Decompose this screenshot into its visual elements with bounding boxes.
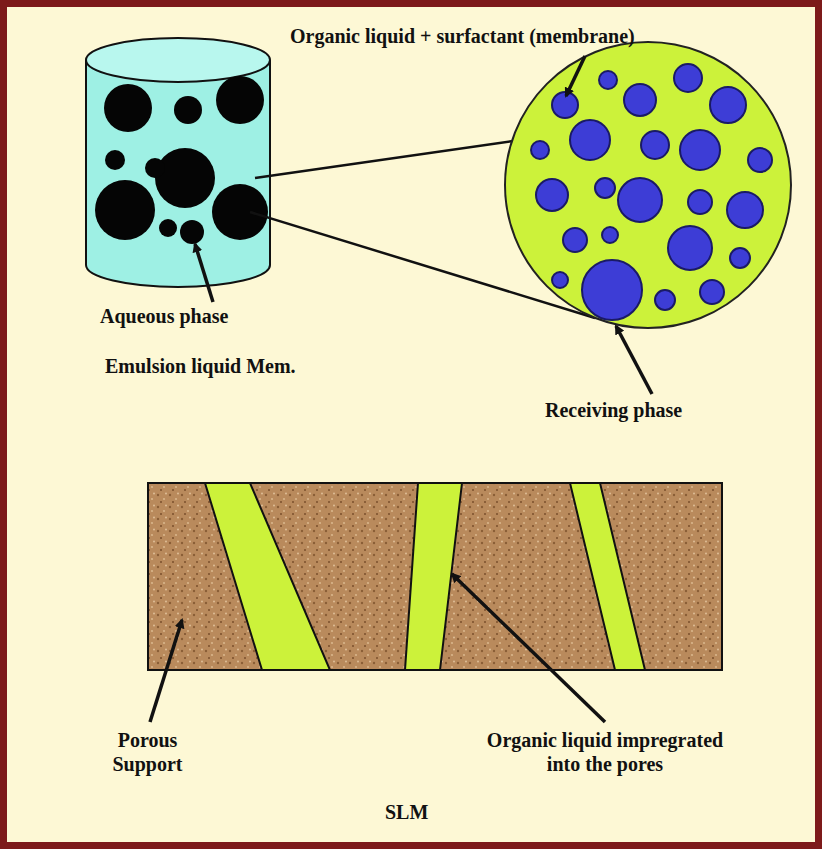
type-label: Emulsion liquid Mem. [105, 354, 365, 378]
phase-label: Receiving phase [545, 398, 775, 422]
emulsion-vessel [86, 38, 270, 287]
membrane-label: Organic liquid + surfactant (membrane) [290, 24, 810, 48]
porous-support [148, 483, 722, 670]
leader-arrows [150, 56, 652, 722]
part-label: Organic liquid impregrated into the pore… [470, 728, 740, 776]
membrane-droplet [505, 42, 791, 328]
phase-label: Aqueous phase [100, 304, 330, 328]
emulsion-droplets [95, 76, 268, 244]
type-label: SLM [385, 800, 465, 824]
impregnated-pores [205, 483, 645, 670]
part-label: Porous Support [90, 728, 205, 776]
receiving-droplets [531, 64, 772, 320]
